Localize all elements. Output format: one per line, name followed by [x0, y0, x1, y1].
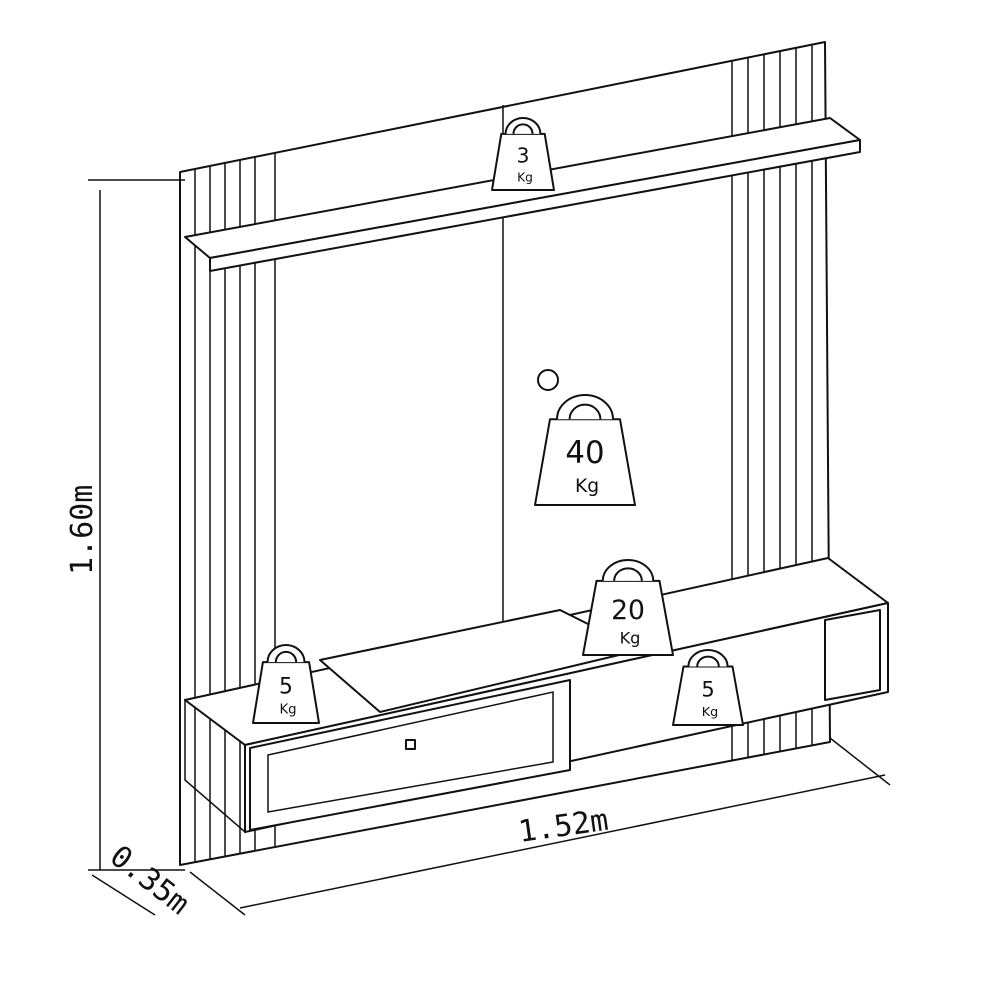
- width-dimension: 1.52m: [189, 737, 891, 916]
- weight-unit: Kg: [517, 170, 533, 184]
- width-label: 1.52m: [516, 803, 610, 850]
- weight-value: 3: [517, 144, 530, 168]
- cable-hole: [537, 369, 559, 391]
- drawer: [249, 679, 571, 831]
- weight-value: 20: [611, 595, 645, 626]
- weight-unit: Kg: [279, 703, 296, 718]
- weight-top-shelf: 3Kg: [491, 117, 555, 191]
- height-dimension: 1.60m: [65, 179, 185, 871]
- weight-left-console: 5Kg: [252, 644, 320, 724]
- height-label: 1.60m: [65, 485, 100, 575]
- weight-unit: Kg: [620, 629, 641, 648]
- weight-value: 5: [279, 674, 293, 699]
- weight-value: 5: [701, 678, 714, 702]
- weight-value: 40: [565, 435, 604, 471]
- weight-unit: Kg: [575, 476, 599, 497]
- open-niche: [824, 609, 881, 701]
- weight-right-console: 5Kg: [672, 649, 744, 726]
- drawer-knob[interactable]: [405, 739, 416, 750]
- weight-unit: Kg: [702, 705, 718, 720]
